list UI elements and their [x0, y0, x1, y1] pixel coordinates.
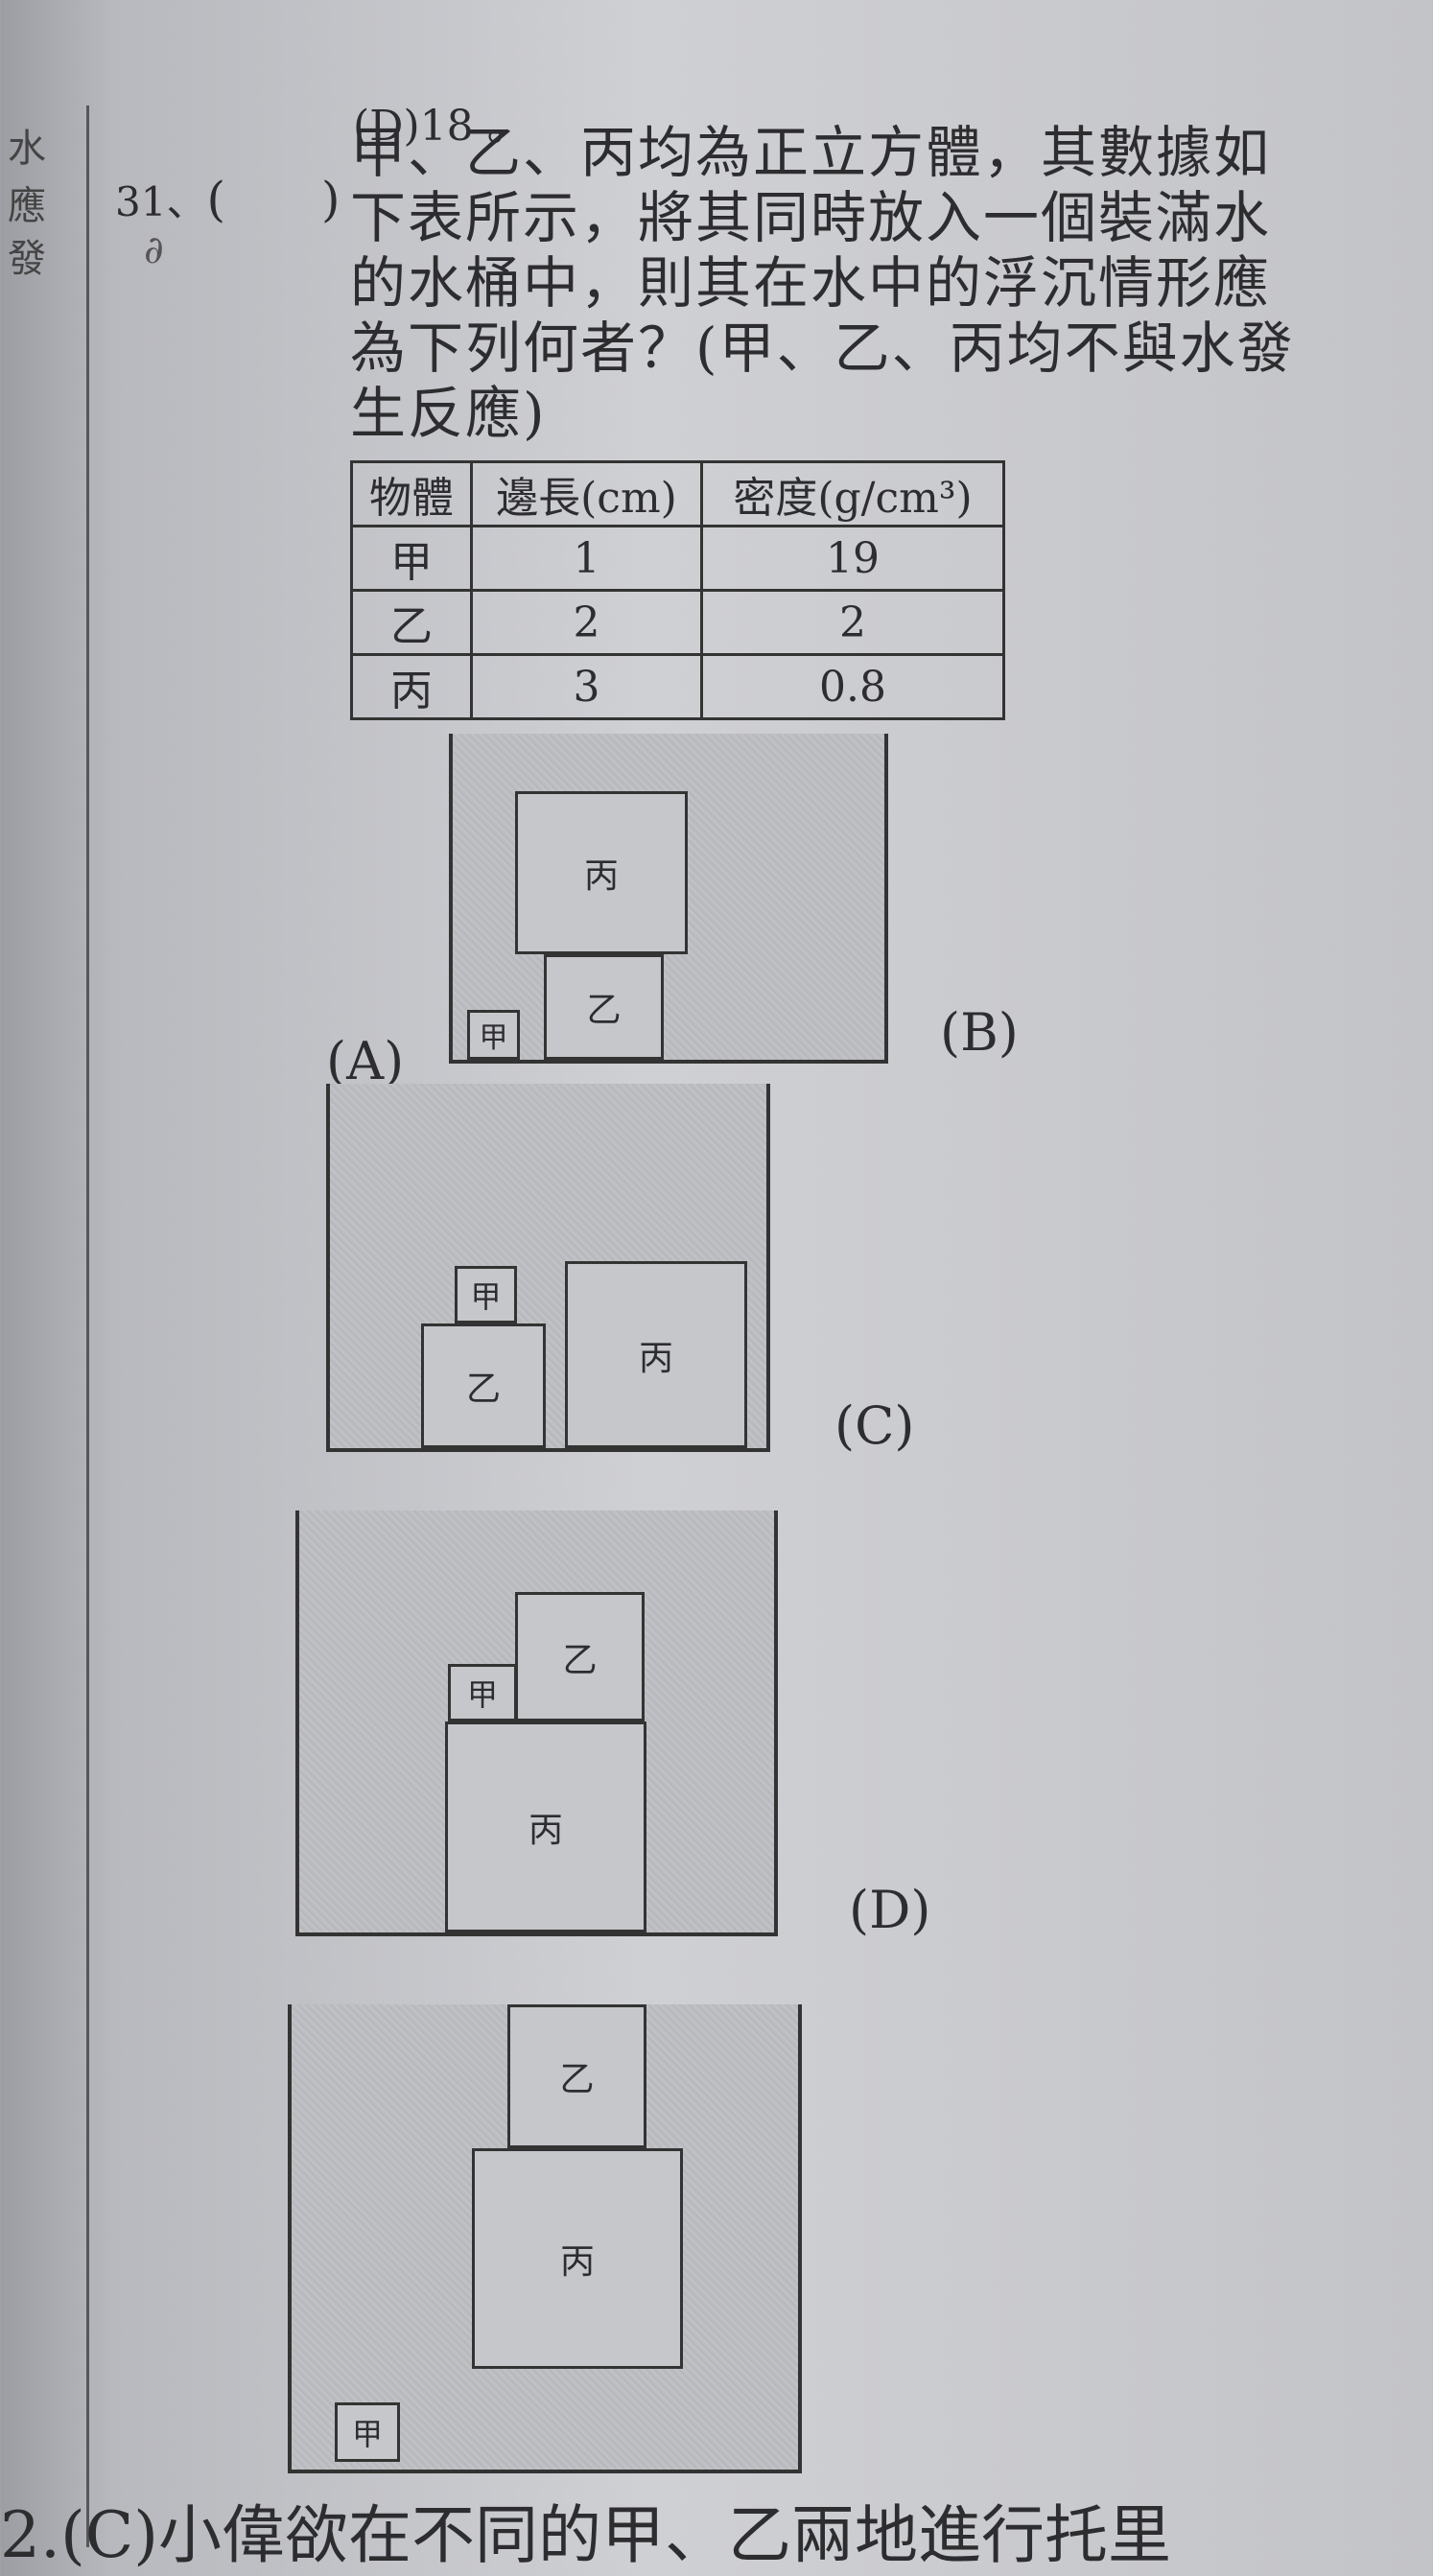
- cube-bing: 丙: [445, 1721, 646, 1932]
- option-a-label: (A): [326, 1031, 405, 1091]
- cube-bing: 丙: [515, 791, 688, 954]
- question-line-2: 下表所示，將其同時放入一個裝滿水: [350, 185, 1272, 250]
- table-cell: 2: [700, 589, 1005, 656]
- option-c-label: (C): [834, 1395, 915, 1456]
- table-cell: 0.8: [700, 653, 1005, 720]
- cube-yi: 乙: [507, 2004, 646, 2148]
- tank-option-a: 丙 乙 甲: [449, 734, 888, 1064]
- tank-option-d: 乙 丙 甲: [288, 2004, 802, 2473]
- table-cell: 3: [470, 653, 703, 720]
- table-cell: 1: [470, 525, 703, 592]
- table-cell: 甲: [350, 525, 473, 592]
- cube-jia: 甲: [455, 1266, 517, 1323]
- question-number-text: 31、: [115, 178, 207, 225]
- question-line-4: 為下列何者？(甲、乙、丙均不與水發: [350, 316, 1295, 381]
- cube-jia: 甲: [448, 1664, 517, 1721]
- previous-answer-option: (D)18 。: [353, 102, 529, 151]
- table-row: 甲 1 19: [350, 525, 1005, 592]
- margin-char: 應: [8, 184, 46, 228]
- cube-yi: 乙: [421, 1323, 546, 1448]
- cube-bing: 丙: [565, 1261, 747, 1448]
- question-line-5: 生反應): [350, 381, 547, 446]
- pencil-mark: ∂: [144, 228, 164, 272]
- table-header-row: 物體 邊長(cm) 密度(g/cm³): [350, 460, 1005, 527]
- option-b-label: (B): [940, 1002, 1019, 1063]
- tank-option-c: 乙 甲 丙: [295, 1510, 778, 1936]
- table-cell: 丙: [350, 653, 473, 720]
- page-margin-line: [86, 105, 89, 2547]
- cube-yi: 乙: [515, 1592, 645, 1721]
- cube-yi: 乙: [544, 954, 664, 1060]
- margin-char: 水: [8, 127, 46, 171]
- table-row: 丙 3 0.8: [350, 653, 1005, 720]
- question-number: 31、( ): [115, 161, 340, 230]
- option-d-label: (D): [849, 1880, 931, 1940]
- tank-option-b: 甲 乙 丙: [326, 1084, 770, 1452]
- table-cell: 乙: [350, 589, 473, 656]
- next-question-partial: 2.(C)小偉欲在不同的甲、乙兩地進行托里: [0, 2498, 1171, 2572]
- table-row: 乙 2 2: [350, 589, 1005, 656]
- cube-data-table: 物體 邊長(cm) 密度(g/cm³) 甲 1 19 乙 2 2 丙 3 0.8: [350, 460, 1005, 720]
- margin-char: 發: [8, 237, 46, 281]
- answer-blank: ( ): [206, 172, 341, 227]
- cube-jia: 甲: [467, 1010, 520, 1060]
- table-header: 密度(g/cm³): [700, 460, 1005, 527]
- question-line-3: 的水桶中，則其在水中的浮沉情形應: [350, 250, 1272, 316]
- table-header: 物體: [350, 460, 473, 527]
- table-cell: 19: [700, 525, 1005, 592]
- cube-bing: 丙: [472, 2148, 683, 2369]
- question-line-1: 甲、乙、丙均為正立方體，其數據如: [350, 120, 1272, 185]
- cube-jia: 甲: [335, 2402, 400, 2462]
- table-header: 邊長(cm): [470, 460, 703, 527]
- table-cell: 2: [470, 589, 703, 656]
